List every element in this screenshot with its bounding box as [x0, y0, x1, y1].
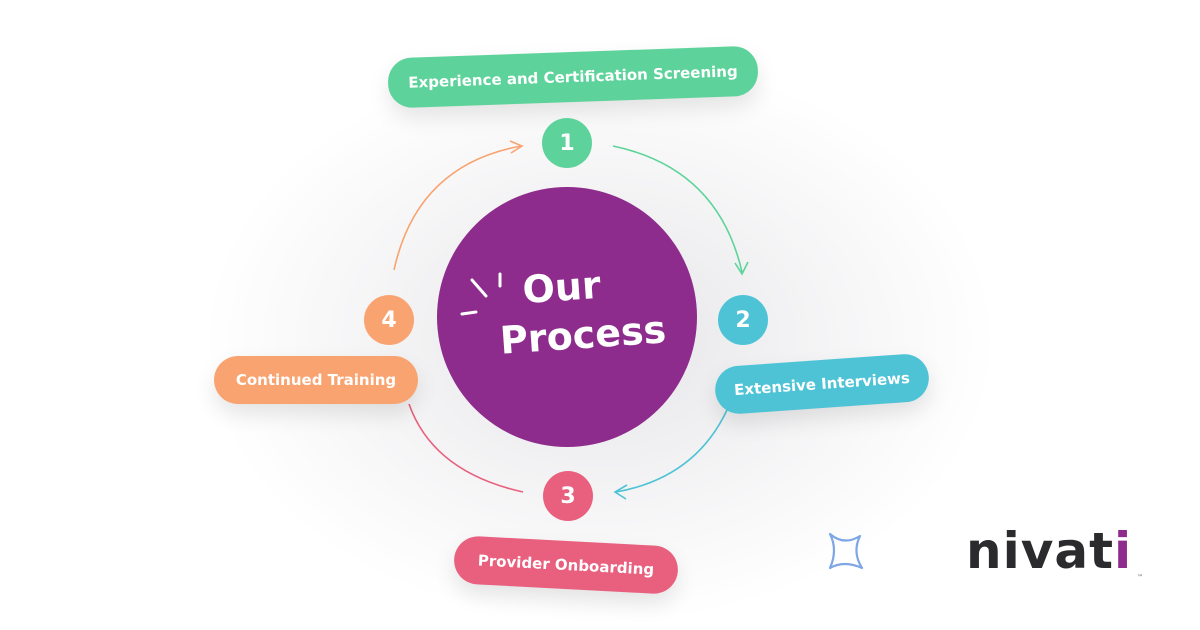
- logo-text-accent: i: [1113, 522, 1133, 580]
- logo-text-base: nivat: [966, 522, 1114, 580]
- step-4-label-pill: Continued Training: [214, 356, 418, 404]
- arrow-step3-to-step4: [408, 403, 524, 493]
- arrowhead-step3: [613, 484, 628, 500]
- step-4-number: 4: [381, 307, 397, 333]
- arrow-step4-to-step1: [393, 145, 522, 271]
- step-2-badge: 2: [718, 295, 768, 345]
- step-2-label: Extensive Interviews: [733, 368, 911, 400]
- center-title: Our Process: [495, 256, 671, 366]
- step-1-badge: 1: [542, 118, 592, 168]
- arrow-step2-to-step3: [615, 409, 728, 493]
- nivati-logo: nivati: [966, 526, 1132, 576]
- step-4-label: Continued Training: [235, 371, 397, 389]
- step-3-label: Provider Onboarding: [477, 551, 655, 579]
- arrowhead-step1: [509, 140, 524, 154]
- step-4-badge: 4: [364, 295, 414, 345]
- arrow-step1-to-step2: [612, 145, 743, 273]
- step-1-number: 1: [559, 130, 575, 156]
- step-2-number: 2: [735, 307, 751, 333]
- step-3-badge: 3: [543, 471, 593, 521]
- trademark-mark: ™: [1137, 574, 1143, 581]
- center-circle: [437, 187, 697, 447]
- step-1-label: Experience and Certification Screening: [408, 62, 738, 92]
- burst-icon: [460, 272, 502, 316]
- sparkle-star-icon: [828, 532, 864, 570]
- step-3-number: 3: [560, 483, 576, 509]
- arrowhead-step2: [734, 261, 749, 276]
